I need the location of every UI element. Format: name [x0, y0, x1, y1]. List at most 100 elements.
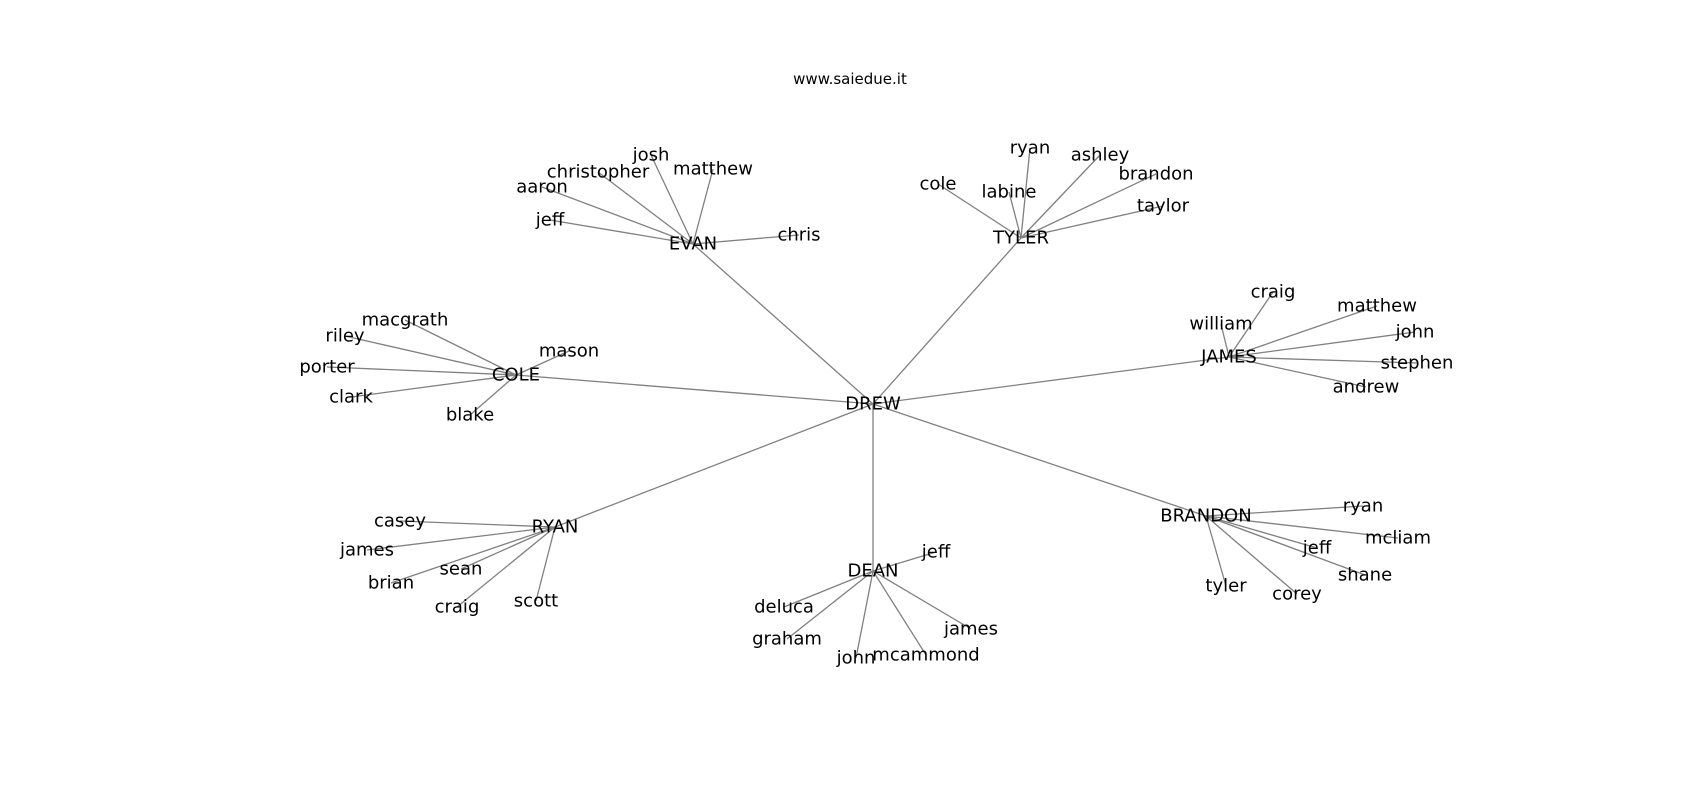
edge-tyler-labine — [1008, 191, 1022, 239]
node-cole-blake: blake — [446, 405, 494, 426]
edge-drew-ryan — [554, 403, 874, 528]
edge-tyler-ryan — [1020, 147, 1031, 239]
node-james-john: john — [1395, 322, 1435, 343]
edge-evan-aaron — [541, 186, 694, 245]
node-cole-riley: riley — [325, 326, 364, 347]
node-evan-aaron: aaron — [516, 177, 568, 198]
edge-cole-blake — [469, 374, 517, 416]
edge-james-matthew — [1228, 305, 1378, 358]
edge-cole-riley — [344, 335, 517, 376]
node-james-william: william — [1189, 314, 1252, 335]
edge-tyler-brandon — [1020, 173, 1157, 239]
edge-brandon-ryan — [1205, 505, 1364, 517]
node-tyler-brandon: brandon — [1118, 164, 1193, 185]
node-james-stephen: stephen — [1381, 353, 1454, 374]
node-evan-christopher: christopher — [547, 162, 650, 183]
edge-ryan-james — [366, 526, 556, 551]
node-ryan-casey: casey — [374, 511, 426, 532]
edge-james-william — [1220, 323, 1230, 358]
edge-brandon-jeff — [1205, 515, 1318, 549]
node-tyler-taylor: taylor — [1137, 196, 1190, 217]
edge-ryan-craig — [456, 526, 556, 608]
node-brandon-shane: shane — [1338, 565, 1392, 586]
edge-james-andrew — [1228, 356, 1367, 388]
node-james-matthew: matthew — [1337, 296, 1417, 317]
node-ryan-sean: sean — [440, 559, 483, 580]
edge-tyler-cole — [937, 183, 1022, 239]
node-tyler-ryan: ryan — [1010, 138, 1051, 159]
edge-dean-john — [855, 570, 874, 659]
node-brandon-corey: corey — [1272, 584, 1322, 605]
edge-dean-jeff — [872, 551, 937, 572]
node-james-craig: craig — [1251, 282, 1296, 303]
node-ryan-james: james — [339, 540, 394, 561]
node-tyler-labine: labine — [982, 182, 1037, 203]
node-evan-jeff: jeff — [535, 210, 565, 231]
edge-evan-jeff — [549, 219, 694, 245]
edge-drew-james — [872, 356, 1230, 405]
edge-ryan-casey — [399, 520, 556, 528]
edge-evan-chris — [692, 234, 800, 245]
node-dean-mcammond: mcammond — [872, 645, 979, 666]
node-cole-macgrath: macgrath — [362, 310, 449, 331]
edge-cole-clark — [350, 374, 517, 398]
edge-evan-matthew — [692, 168, 714, 245]
edge-dean-james — [872, 570, 972, 630]
page-title: www.saiedue.it — [793, 70, 907, 88]
node-evan-josh: josh — [632, 145, 670, 166]
edge-james-john — [1228, 331, 1416, 358]
edge-dean-graham — [786, 570, 874, 640]
node-ryan-scott: scott — [514, 591, 558, 612]
node-dean-deluca: deluca — [754, 597, 814, 618]
node-brandon-mcliam: mcliam — [1365, 528, 1431, 549]
node-dean: DEAN — [847, 561, 898, 582]
node-brandon-ryan: ryan — [1343, 496, 1384, 517]
edge-evan-christopher — [597, 171, 694, 245]
edge-drew-tyler — [872, 237, 1022, 405]
edge-james-craig — [1228, 291, 1274, 358]
edge-cole-porter — [326, 366, 517, 376]
node-tyler-cole: cole — [920, 174, 957, 195]
node-cole-porter: porter — [299, 357, 355, 378]
edge-dean-mcammond — [872, 570, 927, 656]
edge-drew-evan — [692, 243, 874, 405]
node-brandon-tyler: tyler — [1205, 576, 1247, 597]
node-dean-graham: graham — [752, 629, 822, 650]
node-ryan: RYAN — [532, 517, 579, 538]
edge-ryan-brian — [390, 526, 556, 584]
node-cole: COLE — [492, 365, 540, 386]
edge-ryan-sean — [460, 526, 556, 570]
node-james: JAMES — [1200, 347, 1257, 368]
node-dean-james: james — [943, 619, 998, 640]
node-cole-mason: mason — [539, 341, 599, 362]
node-brandon: BRANDON — [1160, 506, 1251, 527]
edge-brandon-corey — [1205, 515, 1298, 595]
node-evan-chris: chris — [777, 225, 820, 246]
node-tyler-ashley: ashley — [1071, 145, 1130, 166]
edge-layer — [326, 147, 1418, 659]
edge-brandon-shane — [1205, 515, 1366, 576]
edge-cole-macgrath — [404, 319, 517, 376]
node-ryan-brian: brian — [368, 573, 414, 594]
edge-james-stephen — [1228, 356, 1418, 364]
edge-brandon-mcliam — [1205, 515, 1399, 539]
node-james-andrew: andrew — [1333, 377, 1400, 398]
edge-evan-josh — [650, 154, 694, 245]
node-dean-john: john — [836, 648, 876, 669]
node-drew: DREW — [845, 394, 901, 415]
edge-drew-brandon — [872, 403, 1207, 517]
node-evan-matthew: matthew — [673, 159, 753, 180]
edge-dean-deluca — [783, 570, 874, 608]
node-dean-jeff: jeff — [921, 542, 951, 563]
edge-tyler-taylor — [1020, 205, 1164, 239]
edge-tyler-ashley — [1020, 154, 1101, 239]
edge-drew-cole — [515, 374, 874, 405]
node-cole-clark: clark — [329, 387, 373, 408]
edge-ryan-scott — [535, 526, 556, 602]
edge-brandon-tyler — [1205, 515, 1227, 587]
node-brandon-jeff: jeff — [1302, 538, 1332, 559]
node-ryan-craig: craig — [435, 597, 480, 618]
node-tyler: TYLER — [992, 228, 1049, 249]
